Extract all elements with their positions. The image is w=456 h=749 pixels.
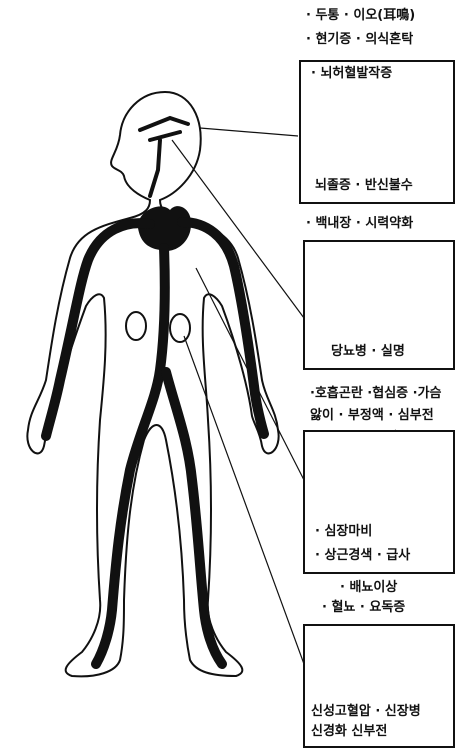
kidney-left <box>126 312 146 340</box>
brain-box-caption: 뇌졸증 · 반신불수 <box>315 178 413 194</box>
symptom-urination: · 배뇨이상 <box>340 580 397 596</box>
symptom-cataract-vision: · 백내장 · 시력약화 <box>306 216 413 232</box>
brain-box-title: · 뇌허혈발작증 <box>311 66 392 82</box>
kidney-box: 신성고혈압 · 신장병 신경화 신부전 <box>303 624 455 748</box>
symptom-heart-line1: ·호흡곤란 ·협심증 ·가슴 <box>310 386 442 402</box>
eye-box-caption: 당뇨병 · 실명 <box>331 344 405 360</box>
kidney-box-caption-1: 신성고혈압 · 신장병 <box>311 704 421 720</box>
symptom-hematuria-uremia: · 혈뇨 · 요독증 <box>322 600 405 616</box>
heart-box-caption-2: · 상근경색 · 급사 <box>315 548 410 564</box>
kidney-right <box>170 314 190 342</box>
leader-heart <box>196 268 304 480</box>
leader-brain <box>200 128 298 136</box>
heart-box: · 심장마비 · 상근경색 · 급사 <box>303 430 455 574</box>
heart-box-caption-1: · 심장마비 <box>315 524 372 540</box>
brain-box: · 뇌허혈발작증 뇌졸증 · 반신불수 <box>299 60 455 204</box>
kidney-box-caption-2: 신경화 신부전 <box>311 724 387 740</box>
symptom-heart-line2: 앓이 · 부정액 · 심부전 <box>310 408 434 424</box>
symptom-headache-tinnitus: · 두통 · 이오(耳鳴) <box>306 8 415 24</box>
eye-box: 당뇨병 · 실명 <box>303 240 455 370</box>
symptom-dizziness-confusion: · 현기증 · 의식혼탁 <box>306 32 413 48</box>
